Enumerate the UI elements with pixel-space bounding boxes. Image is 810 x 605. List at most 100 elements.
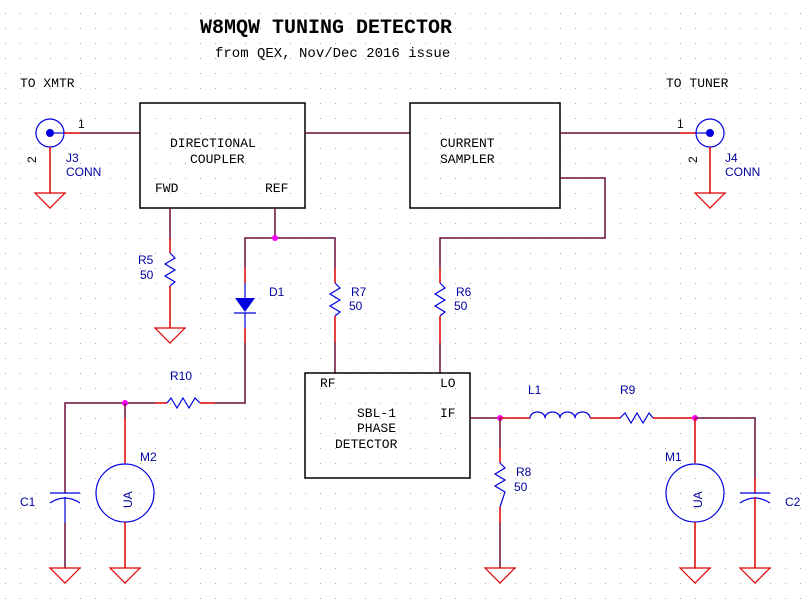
grid-dot [665, 148, 666, 149]
grid-dot [410, 253, 411, 254]
grid-dot [380, 73, 381, 74]
grid-dot [470, 538, 471, 539]
grid-dot [530, 43, 531, 44]
grid-dot [320, 103, 321, 104]
grid-dot [365, 28, 366, 29]
resistor-r7[interactable]: R7 50 [328, 268, 367, 373]
grid-dot [290, 28, 291, 29]
grid-dot [650, 538, 651, 539]
diode-d1[interactable]: D1 [215, 268, 285, 404]
grid-dot [350, 163, 351, 164]
grid-dot [275, 448, 276, 449]
grid-dot [395, 433, 396, 434]
grid-dot [335, 118, 336, 119]
grid-dot [80, 73, 81, 74]
grid-dot [680, 178, 681, 179]
grid-dot [350, 283, 351, 284]
grid-dot [200, 553, 201, 554]
grid-dot [650, 418, 651, 419]
grid-dot [605, 538, 606, 539]
grid-dot [725, 583, 726, 584]
current-sampler-block[interactable]: CURRENT SAMPLER [409, 102, 561, 209]
grid-dot [155, 133, 156, 134]
resistor-r5[interactable]: R5 50 [138, 208, 187, 344]
connector-j4[interactable]: 1 2 J4 CONN [677, 117, 760, 209]
resistor-r9[interactable]: R9 [605, 383, 695, 425]
grid-dot [290, 223, 291, 224]
grid-dot [710, 538, 711, 539]
directional-coupler-block[interactable]: DIRECTIONAL COUPLER FWD REF [139, 102, 306, 209]
grid-dot [500, 493, 501, 494]
grid-dot [290, 178, 291, 179]
grid-dot [545, 193, 546, 194]
grid-dot [545, 13, 546, 14]
grid-dot [695, 73, 696, 74]
grid-dot [485, 508, 486, 509]
grid-dot [170, 448, 171, 449]
grid-dot [5, 148, 6, 149]
grid-dot [140, 373, 141, 374]
grid-dot [200, 193, 201, 194]
grid-dot [290, 13, 291, 14]
grid-dot [545, 328, 546, 329]
m1-ref: M1 [665, 450, 682, 464]
grid-dot [755, 208, 756, 209]
phase-detector-block[interactable]: RF LO IF SBL-1 PHASE DETECTOR [304, 372, 471, 479]
grid-dot [410, 388, 411, 389]
grid-dot [470, 358, 471, 359]
grid-dot [500, 598, 501, 599]
detector-line2: PHASE [357, 421, 396, 436]
grid-dot [665, 73, 666, 74]
capacitor-c1[interactable]: C1 [20, 492, 82, 584]
grid-dot [590, 268, 591, 269]
grid-dot [530, 253, 531, 254]
grid-dot [785, 103, 786, 104]
grid-dot [110, 523, 111, 524]
grid-dot [95, 43, 96, 44]
grid-dot [620, 403, 621, 404]
resistor-r10[interactable]: R10 [155, 369, 215, 410]
grid-dot [485, 358, 486, 359]
grid-dot [215, 538, 216, 539]
grid-dot [665, 328, 666, 329]
grid-dot [215, 433, 216, 434]
grid-dot [260, 43, 261, 44]
grid-dot [200, 568, 201, 569]
connector-j3[interactable]: 1 2 J3 CONN [25, 117, 101, 209]
grid-dot [770, 178, 771, 179]
grid-dot [770, 463, 771, 464]
ground-icon [33, 192, 67, 209]
grid-dot [770, 448, 771, 449]
grid-dot [485, 388, 486, 389]
grid-dot [185, 508, 186, 509]
grid-dot [590, 583, 591, 584]
grid-dot [635, 13, 636, 14]
inductor-l1[interactable]: L1 [500, 383, 605, 419]
grid-dot [275, 553, 276, 554]
resistor-r6[interactable]: R6 50 [433, 268, 472, 373]
grid-dot [275, 43, 276, 44]
grid-dot [575, 163, 576, 164]
grid-dot [50, 523, 51, 524]
grid-dot [605, 43, 606, 44]
grid-dot [335, 73, 336, 74]
grid-dot [770, 313, 771, 314]
meter-m1[interactable]: UA M1 [665, 418, 725, 584]
grid-dot [515, 433, 516, 434]
grid-dot [410, 343, 411, 344]
grid-dot [530, 118, 531, 119]
grid-dot [275, 178, 276, 179]
resistor-r8[interactable]: R8 50 [483, 418, 532, 584]
grid-dot [560, 343, 561, 344]
grid-dot [65, 58, 66, 59]
grid-dot [320, 43, 321, 44]
grid-dot [380, 418, 381, 419]
grid-dot [545, 223, 546, 224]
grid-dot [95, 568, 96, 569]
grid-dot [740, 43, 741, 44]
capacitor-c2[interactable]: C2 [738, 478, 801, 584]
grid-dot [110, 43, 111, 44]
grid-dot [440, 403, 441, 404]
grid-dot [230, 493, 231, 494]
meter-m2[interactable]: UA M2 [95, 403, 157, 584]
